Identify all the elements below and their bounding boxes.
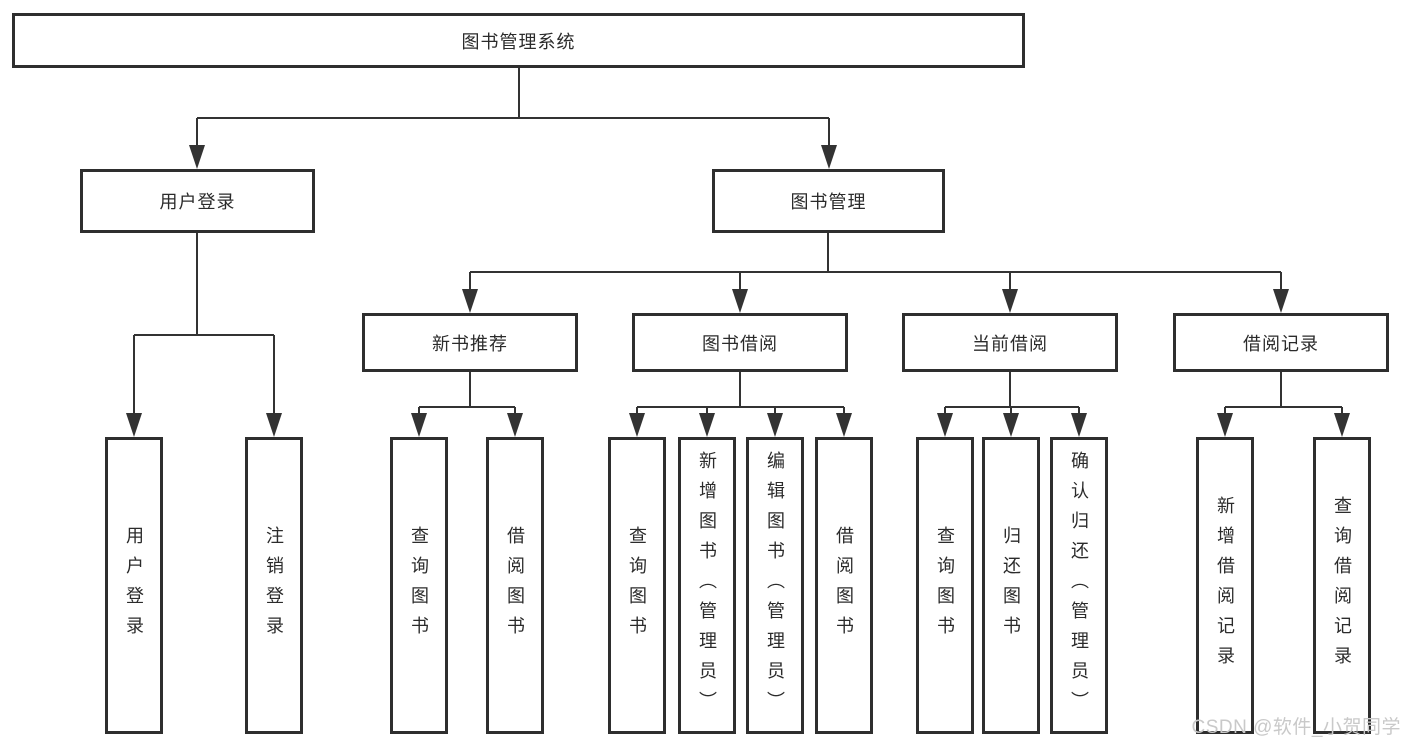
node-new-book-recommend-label: 新书推荐 (432, 333, 508, 354)
node-book-borrow-label: 图书借阅 (702, 333, 778, 354)
leaf-query-borrow-record-label: 查询借阅记录 (1332, 495, 1352, 676)
node-library-system-label: 图书管理系统 (461, 31, 576, 52)
leaf-recommend-borrow-books-label: 借阅图书 (505, 525, 525, 646)
leaf-borrow-query-books-label: 查询图书 (627, 525, 647, 646)
leaf-add-books-admin-label: 新增图书（管理员） (697, 450, 717, 721)
leaf-borrow-books: 借阅图书 (815, 437, 873, 734)
leaf-borrow-query-books: 查询图书 (608, 437, 666, 734)
node-current-borrow: 当前借阅 (902, 313, 1118, 372)
leaf-confirm-return-admin-label: 确认归还（管理员） (1069, 450, 1089, 721)
leaf-user-login-label: 用户登录 (124, 525, 144, 646)
node-book-management-label: 图书管理 (790, 192, 867, 212)
leaf-add-borrow-record: 新增借阅记录 (1196, 437, 1254, 734)
leaf-add-borrow-record-label: 新增借阅记录 (1215, 495, 1235, 676)
leaf-recommend-query-books: 查询图书 (390, 437, 448, 734)
node-book-borrow: 图书借阅 (632, 313, 848, 372)
node-user-login-label: 用户登录 (159, 192, 236, 212)
leaf-user-login: 用户登录 (105, 437, 163, 734)
leaf-current-query-books-label: 查询图书 (935, 525, 955, 646)
leaf-borrow-books-label: 借阅图书 (834, 525, 854, 646)
node-new-book-recommend: 新书推荐 (362, 313, 578, 372)
node-book-management: 图书管理 (712, 169, 945, 233)
leaf-confirm-return-admin: 确认归还（管理员） (1050, 437, 1108, 734)
node-user-login: 用户登录 (80, 169, 315, 233)
csdn-watermark: CSDN @软件_小贺同学 (1191, 717, 1401, 738)
leaf-return-books-label: 归还图书 (1001, 525, 1021, 646)
leaf-edit-books-admin: 编辑图书（管理员） (746, 437, 804, 734)
leaf-query-borrow-record: 查询借阅记录 (1313, 437, 1371, 734)
leaf-recommend-borrow-books: 借阅图书 (486, 437, 544, 734)
leaf-logout-label: 注销登录 (264, 525, 284, 646)
node-borrow-records: 借阅记录 (1173, 313, 1389, 372)
leaf-logout: 注销登录 (245, 437, 303, 734)
node-library-system: 图书管理系统 (12, 13, 1025, 68)
leaf-edit-books-admin-label: 编辑图书（管理员） (765, 450, 785, 721)
node-borrow-records-label: 借阅记录 (1243, 333, 1319, 354)
leaf-current-query-books: 查询图书 (916, 437, 974, 734)
leaf-add-books-admin: 新增图书（管理员） (678, 437, 736, 734)
leaf-recommend-query-books-label: 查询图书 (409, 525, 429, 646)
node-current-borrow-label: 当前借阅 (972, 333, 1048, 354)
leaf-return-books: 归还图书 (982, 437, 1040, 734)
